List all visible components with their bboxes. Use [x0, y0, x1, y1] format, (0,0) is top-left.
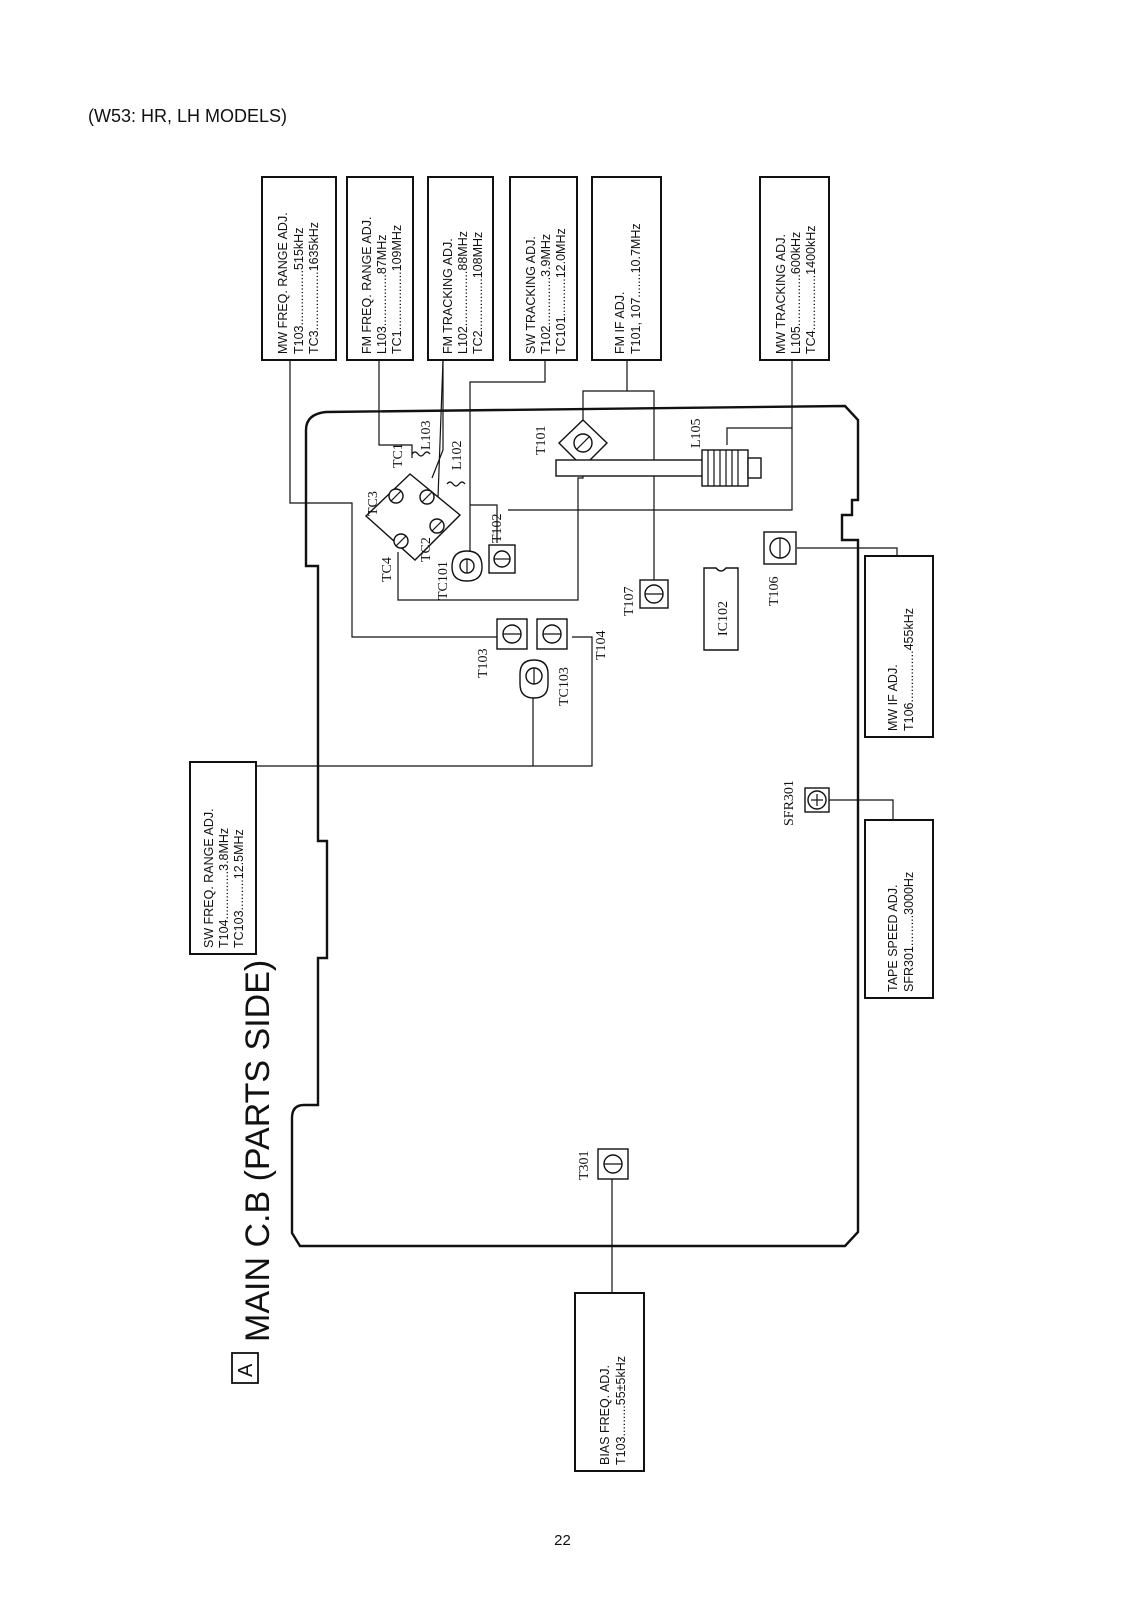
mw-freq-title: MW FREQ. RANGE ADJ. [276, 212, 290, 354]
label-sfr301: SFR301 [782, 780, 797, 826]
box-sw-tracking: SW TRACKING ADJ. T102..............3.9MH… [509, 176, 578, 361]
tc103-trimmer-icon [519, 659, 549, 699]
box-tape-speed: TAPE SPEED ADJ. SFR301.........3000Hz [864, 819, 934, 999]
t103-coil-icon [496, 618, 528, 650]
label-l105: L105 [689, 418, 704, 448]
label-tc103: TC103 [557, 667, 572, 706]
tc4-trimmer-icon [393, 533, 409, 549]
mw-tracking-line1: L105...............600kHz [789, 232, 803, 354]
t301-coil-icon [597, 1148, 629, 1180]
sw-tracking-line1: T102..............3.9MHz [539, 234, 553, 354]
fm-if-title: FM IF ADJ. [613, 292, 627, 355]
mw-tracking-line2: TC4................1400kHz [804, 225, 818, 354]
title-text: MAIN C.B (PARTS SIDE) [239, 960, 277, 1342]
fm-tracking-title: FM TRACKING ADJ. [441, 238, 455, 354]
l103-coil-icon [411, 451, 431, 457]
tc1-trimmer-icon [419, 489, 435, 505]
fm-freq-line1: L103...............87MHz [375, 235, 389, 355]
box-mw-freq-range: MW FREQ. RANGE ADJ. T103................… [261, 176, 337, 361]
sw-freq-line2: TC103.........12.5MHz [232, 829, 246, 948]
fm-freq-line2: TC1.................109MHz [390, 225, 404, 354]
box-fm-if: FM IF ADJ. T101, 107.......10.7MHz [591, 176, 662, 361]
board-outline [290, 404, 860, 1248]
box-fm-tracking: FM TRACKING ADJ. L102................88M… [427, 176, 494, 361]
label-l103: L103 [419, 420, 434, 450]
sw-tracking-line2: TC101...........12.0MHz [554, 228, 568, 354]
label-l102: L102 [450, 440, 465, 470]
l102-coil-icon [446, 481, 466, 487]
box-bias-freq: BIAS FREQ. ADJ. T103.........55±5kHz [574, 1292, 645, 1472]
box-sw-freq-range: SW FREQ. RANGE ADJ. T104..............3.… [189, 761, 257, 955]
tc2-trimmer-icon [429, 518, 445, 534]
label-t107: T107 [622, 586, 637, 616]
sw-freq-title: SW FREQ. RANGE ADJ. [202, 808, 216, 948]
t106-coil-icon [763, 531, 797, 565]
mw-freq-line2: TC3.................1635kHz [307, 222, 321, 354]
leader-lines [232, 359, 898, 1293]
mw-if-title: MW IF ADJ. [886, 664, 900, 731]
label-t101: T101 [534, 425, 549, 455]
box-fm-freq-range: FM FREQ. RANGE ADJ. L103...............8… [346, 176, 414, 361]
t107-coil-icon [639, 579, 669, 609]
fm-tracking-line2: TC2...............108MHz [471, 232, 485, 354]
label-t102: T102 [490, 513, 505, 543]
fm-tracking-line1: L102................88MHz [456, 231, 470, 354]
t104-coil-icon [536, 618, 568, 650]
trimmer-block [364, 473, 462, 561]
sfr301-resistor-icon [804, 787, 830, 813]
label-tc101: TC101 [436, 561, 451, 600]
tape-speed-title: TAPE SPEED ADJ. [886, 885, 900, 992]
models-caption: (W53: HR, LH MODELS) [88, 106, 288, 126]
label-tc1: TC1 [391, 443, 406, 468]
main-title: A MAIN C.B (PARTS SIDE) [231, 960, 277, 1384]
label-ic102: IC102 [716, 601, 731, 636]
box-mw-tracking: MW TRACKING ADJ. L105...............600k… [759, 176, 830, 361]
bias-title: BIAS FREQ. ADJ. [598, 1365, 612, 1465]
label-t301: T301 [577, 1150, 592, 1180]
mw-tracking-title: MW TRACKING ADJ. [774, 234, 788, 354]
label-tc3: TC3 [366, 491, 381, 516]
sw-freq-line1: T104..............3.8MHz [217, 828, 231, 948]
label-t103: T103 [476, 648, 491, 678]
label-tc4: TC4 [380, 557, 395, 582]
title-badge: A [235, 1363, 257, 1377]
ic102-chip-icon [703, 567, 739, 651]
tape-speed-line1: SFR301.........3000Hz [902, 872, 916, 992]
bias-line1: T103.........55±5kHz [614, 1356, 628, 1465]
mw-if-line1: T106...............455kHz [902, 608, 916, 731]
t102-coil-icon [488, 544, 516, 574]
label-t106: T106 [767, 576, 782, 606]
page-number: 22 [554, 1532, 571, 1549]
fm-if-line1: T101, 107.......10.7MHz [629, 223, 643, 354]
box-mw-if: MW IF ADJ. T106...............455kHz [864, 555, 934, 738]
mw-freq-line1: T103................515kHz [292, 228, 306, 354]
label-t104: T104 [594, 630, 609, 660]
fm-freq-title: FM FREQ. RANGE ADJ. [360, 216, 374, 354]
l105-coil-icon [555, 449, 762, 487]
sw-tracking-title: SW TRACKING ADJ. [524, 236, 538, 354]
label-tc2: TC2 [419, 537, 434, 562]
tc101-trimmer-icon [451, 550, 483, 582]
title-badge-box [231, 1352, 259, 1384]
tc3-trimmer-icon [388, 488, 404, 504]
